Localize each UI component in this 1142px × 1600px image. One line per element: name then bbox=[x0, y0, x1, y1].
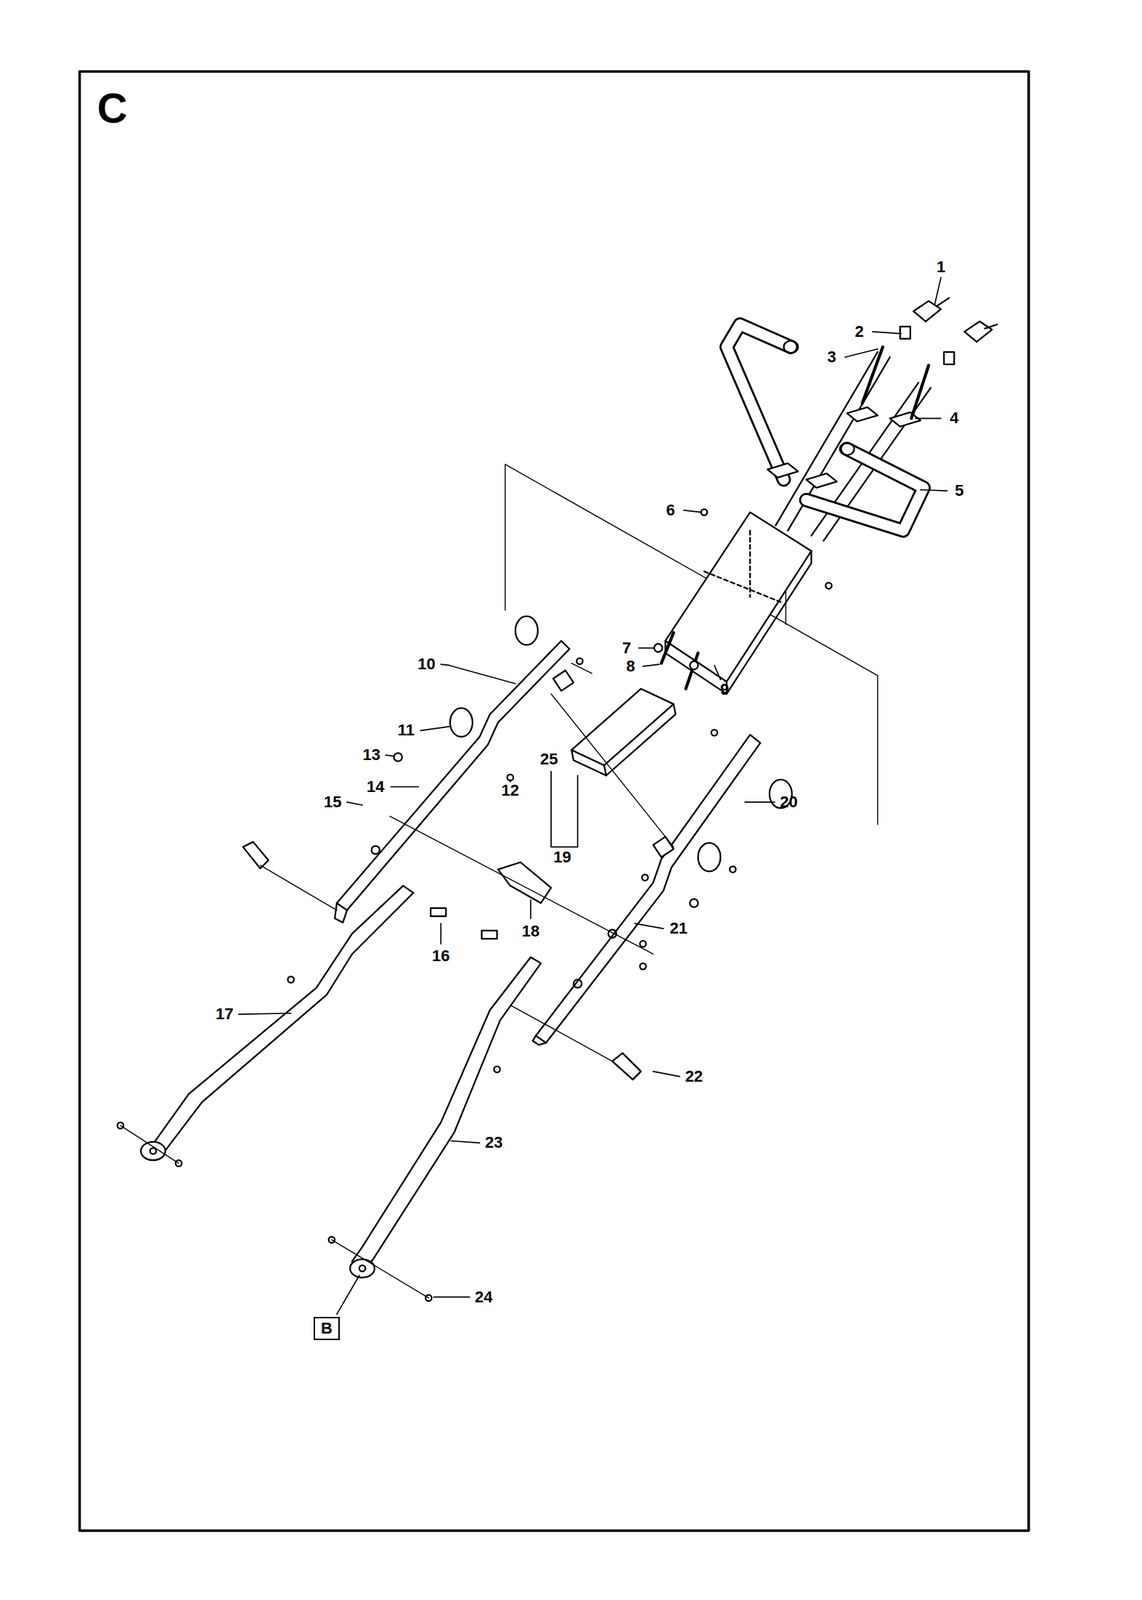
callout-number: 24 bbox=[474, 1289, 493, 1306]
reference-letter: B bbox=[320, 1320, 333, 1337]
callout-number: 2 bbox=[854, 323, 864, 340]
callout-number: 25 bbox=[540, 751, 558, 768]
callout-number: 11 bbox=[397, 722, 415, 739]
callout-number: 5 bbox=[954, 482, 964, 499]
callout-number: 18 bbox=[521, 923, 540, 940]
callout-number: 20 bbox=[779, 794, 798, 811]
callout-number: 4 bbox=[949, 410, 959, 427]
callout-number: 6 bbox=[665, 502, 675, 519]
diagram-title: C bbox=[97, 87, 128, 130]
callout-number: 3 bbox=[827, 349, 837, 366]
callout-number: 12 bbox=[501, 782, 520, 799]
callout-number: 13 bbox=[362, 747, 380, 764]
callout-number: 19 bbox=[553, 849, 571, 866]
callout-number: 22 bbox=[685, 1068, 703, 1085]
reference-box: B bbox=[313, 1316, 340, 1341]
callout-number: 10 bbox=[417, 656, 435, 673]
callout-number: 9 bbox=[720, 681, 729, 698]
callout-number: 17 bbox=[215, 1006, 234, 1023]
callout-number: 1 bbox=[936, 259, 946, 276]
callout-number: 16 bbox=[431, 948, 450, 965]
callout-number: 21 bbox=[670, 920, 688, 937]
callout-number: 14 bbox=[366, 778, 385, 795]
callout-number: 23 bbox=[484, 1134, 503, 1151]
callout-number: 8 bbox=[626, 658, 636, 675]
callout-number: 7 bbox=[622, 640, 631, 657]
callout-number: 15 bbox=[323, 794, 342, 811]
